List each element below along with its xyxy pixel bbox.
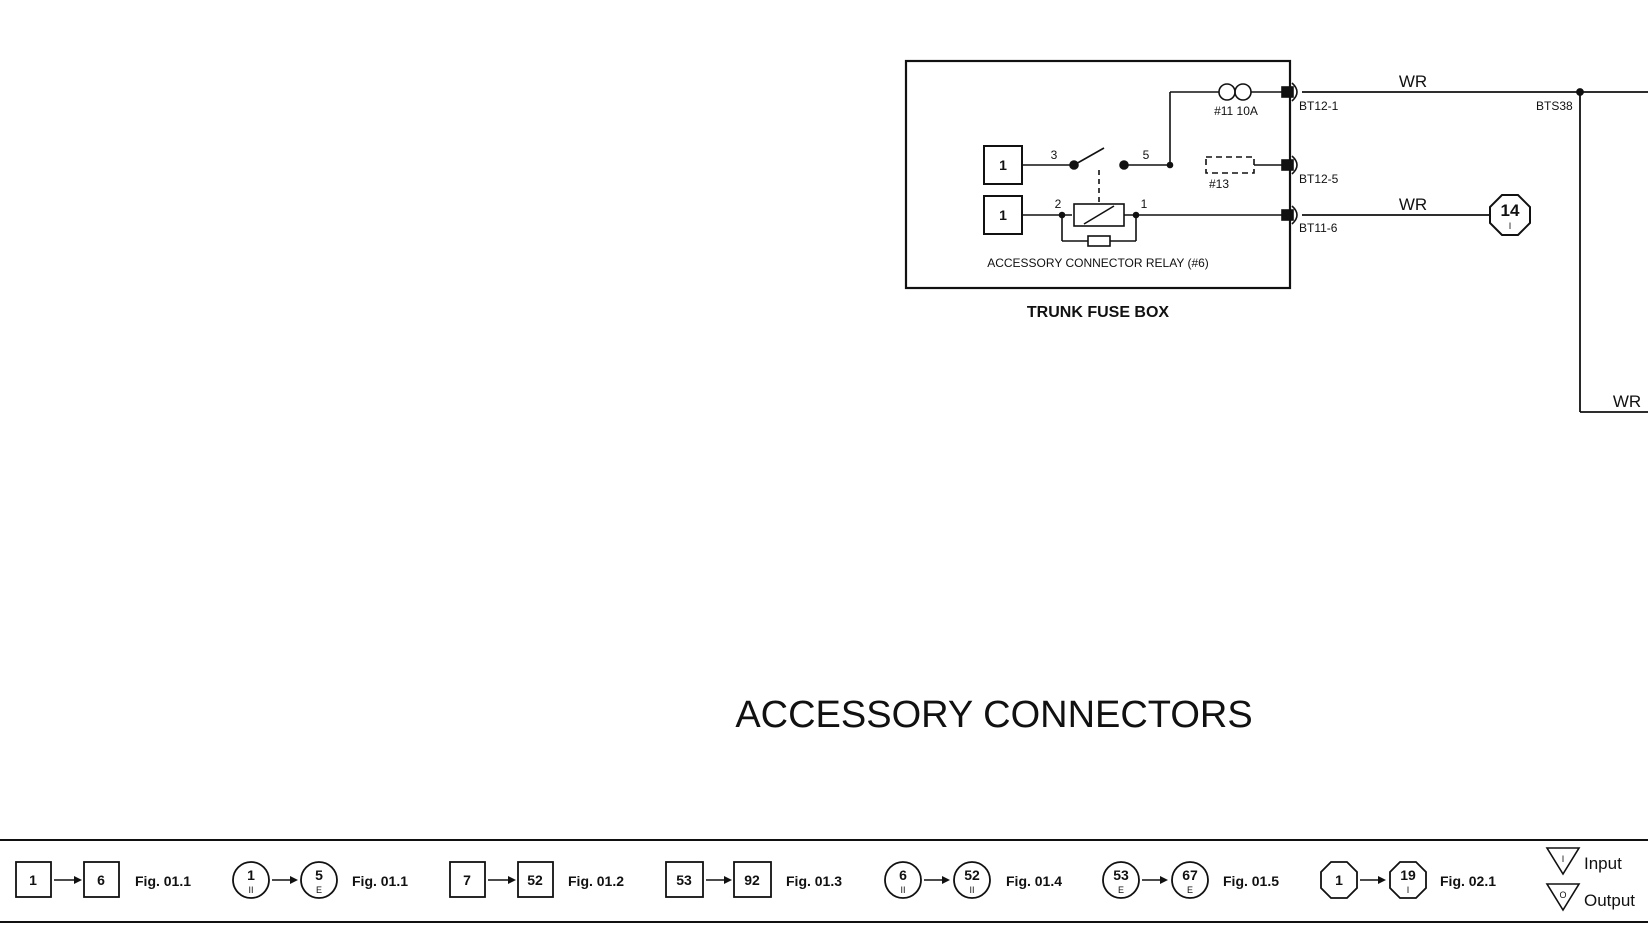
relay-coil xyxy=(1022,203,1282,247)
page-title: ACCESSORY CONNECTORS xyxy=(735,694,1252,736)
relay-label: ACCESSORY CONNECTOR RELAY (#6) xyxy=(987,256,1209,270)
input-label: Input xyxy=(1584,854,1622,873)
legend-7-to-sub: I xyxy=(1407,885,1410,895)
legend-5-fig: Fig. 01.4 xyxy=(1006,873,1062,889)
outgoing-wires xyxy=(1302,88,1648,413)
relay-pin-2: 2 xyxy=(1055,197,1062,211)
legend-3-from: 7 xyxy=(463,872,471,888)
connector-bt12-5: BT12-5 xyxy=(1299,172,1339,186)
source-ref-bottom: 1 xyxy=(983,195,1023,235)
fuse-13-label: #13 xyxy=(1209,177,1229,191)
relay-pin-5: 5 xyxy=(1143,148,1150,162)
legend-6-from: 53 xyxy=(1113,867,1129,883)
ref-14-number: 14 xyxy=(1501,201,1520,220)
legend-group-4: 53 92 Fig. 01.3 xyxy=(665,861,842,898)
source-ref-top-label: 1 xyxy=(999,157,1007,173)
legend-6-to: 67 xyxy=(1182,867,1198,883)
legend-input: I Input xyxy=(1545,847,1622,876)
legend-2-fig: Fig. 01.1 xyxy=(352,873,408,889)
wire-color-mid: WR xyxy=(1399,195,1427,214)
legend-7-fig: Fig. 02.1 xyxy=(1440,873,1496,889)
fuse-box-title: TRUNK FUSE BOX xyxy=(1027,304,1170,321)
splice-bts38: BTS38 xyxy=(1536,99,1573,113)
legend-2-to: 5 xyxy=(315,867,323,883)
legend-2-to-sub: E xyxy=(316,885,322,895)
ref-octagon-14: 14 I xyxy=(1489,194,1531,236)
legend-group-6: 53 E 67 E Fig. 01.5 xyxy=(1102,861,1279,899)
relay-pin-3: 3 xyxy=(1051,148,1058,162)
source-ref-top: 1 xyxy=(983,145,1023,185)
legend-7-from: 1 xyxy=(1335,872,1343,888)
ref-14-sub: I xyxy=(1509,221,1512,231)
legend-4-fig: Fig. 01.3 xyxy=(786,873,842,889)
fuse-11 xyxy=(1169,83,1282,165)
legend-group-5: 6 II 52 II Fig. 01.4 xyxy=(884,861,1062,899)
legend-group-7: 1 19 I Fig. 02.1 xyxy=(1320,861,1496,899)
fuse-11-label: #11 10A xyxy=(1214,104,1258,118)
fuse-box-border xyxy=(904,59,1292,290)
legend-strip: 1 6 Fig. 01.1 1 II 5 E Fig. 01.1 7 52 xyxy=(0,839,1648,923)
output-symbol: O xyxy=(1559,890,1566,900)
relay-switch xyxy=(1022,147,1174,202)
legend-group-1: 1 6 Fig. 01.1 xyxy=(15,861,191,898)
wire-color-top: WR xyxy=(1399,72,1427,91)
source-ref-bottom-label: 1 xyxy=(999,207,1007,223)
legend-5-to: 52 xyxy=(964,867,980,883)
connector-bt11-6: BT11-6 xyxy=(1299,221,1338,235)
legend-5-from: 6 xyxy=(899,867,907,883)
input-symbol: I xyxy=(1562,854,1565,864)
trunk-fuse-box: 1 1 3 5 2 xyxy=(904,59,1339,321)
legend-5-to-sub: II xyxy=(969,885,974,895)
legend-4-to: 92 xyxy=(744,872,760,888)
fuse-13 xyxy=(1205,156,1282,174)
legend-1-from: 1 xyxy=(29,872,37,888)
legend-5-from-sub: II xyxy=(900,885,905,895)
legend-2-from: 1 xyxy=(247,867,255,883)
output-label: Output xyxy=(1584,891,1635,910)
legend-output: O Output xyxy=(1545,883,1635,912)
legend-6-from-sub: E xyxy=(1118,885,1124,895)
legend-2-from-sub: II xyxy=(248,885,253,895)
legend-6-to-sub: E xyxy=(1187,885,1193,895)
legend-group-2: 1 II 5 E Fig. 01.1 xyxy=(232,861,408,899)
legend-1-to: 6 xyxy=(97,872,105,888)
legend-4-from: 53 xyxy=(676,872,692,888)
legend-1-fig: Fig. 01.1 xyxy=(135,873,191,889)
wire-color-right: WR xyxy=(1613,392,1641,411)
relay-pin-1: 1 xyxy=(1141,197,1148,211)
terminals xyxy=(1281,82,1298,225)
legend-group-3: 7 52 Fig. 01.2 xyxy=(449,861,624,898)
connector-bt12-1: BT12-1 xyxy=(1299,99,1339,113)
legend-3-to: 52 xyxy=(527,872,543,888)
legend-7-to: 19 xyxy=(1400,867,1416,883)
legend-3-fig: Fig. 01.2 xyxy=(568,873,624,889)
legend-6-fig: Fig. 01.5 xyxy=(1223,873,1279,889)
